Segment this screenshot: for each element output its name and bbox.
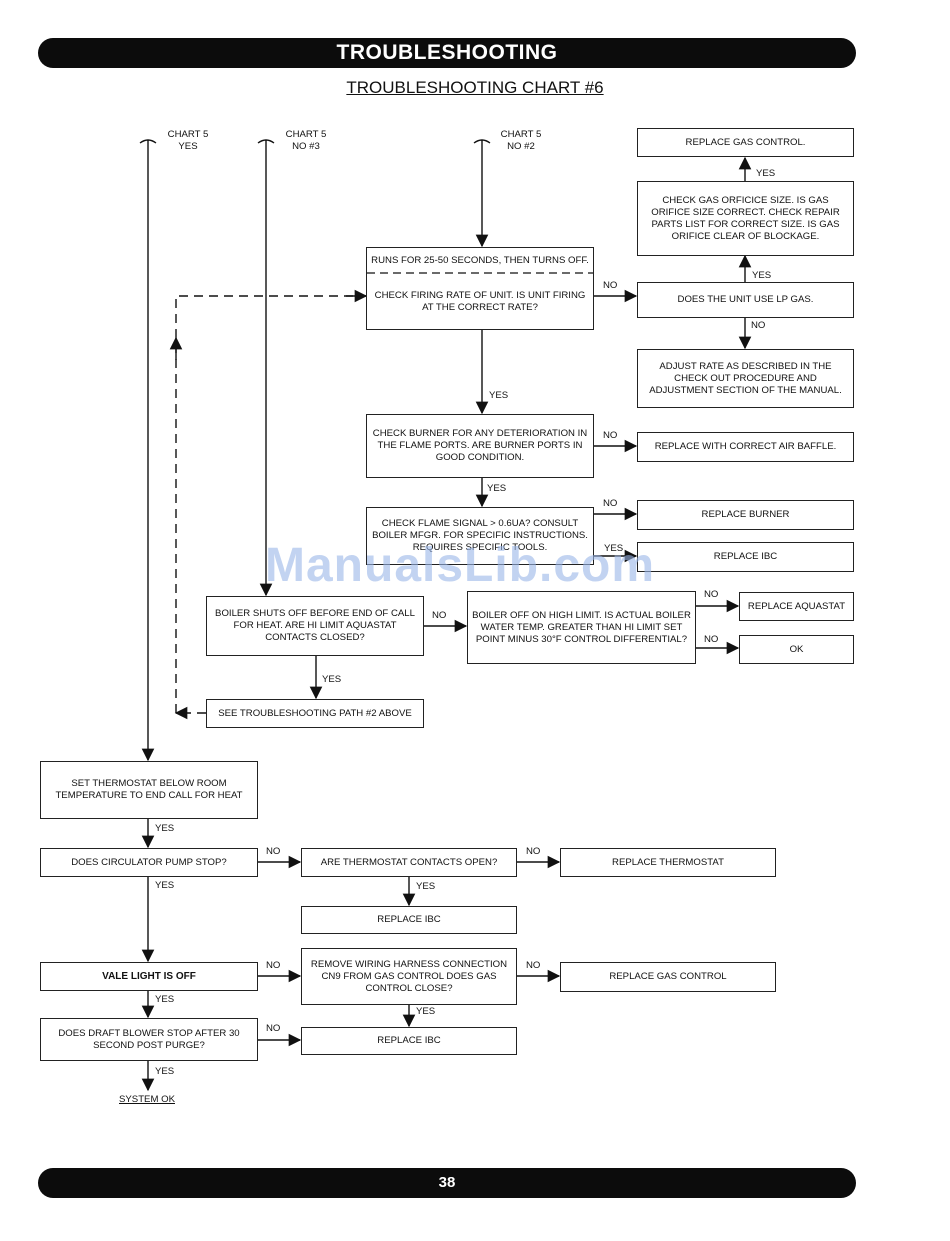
label-yes-thermostat: YES (155, 823, 175, 834)
label-no-firing: NO (603, 280, 618, 291)
label-no-high-limit-1: NO (704, 589, 719, 600)
box-vale-light: VALE LIGHT IS OFF (40, 962, 258, 991)
watermark: ManualsLib.com (265, 539, 656, 592)
box-firing-text: CHECK FIRING RATE OF UNIT. IS UNIT FIRIN… (374, 289, 586, 313)
label-no-tstat: NO (526, 846, 541, 857)
label-yes-burner: YES (487, 483, 507, 494)
label-no-flame: NO (603, 498, 618, 509)
label-yes-flame: YES (604, 543, 624, 554)
box-see-path-2: SEE TROUBLESHOOTING PATH #2 ABOVE (206, 699, 424, 728)
label-no-vale: NO (266, 960, 281, 971)
box-replace-gas-control-bottom: REPLACE GAS CONTROL (560, 962, 776, 992)
label-no-burner: NO (603, 430, 618, 441)
box-replace-ibc-bottom: REPLACE IBC (301, 1027, 517, 1055)
label-no-circ: NO (266, 846, 281, 857)
box-air-baffle: REPLACE WITH CORRECT AIR BAFFLE. (637, 432, 854, 462)
label-yes-draft: YES (155, 1066, 175, 1077)
box-lp-gas: DOES THE UNIT USE LP GAS. (637, 282, 854, 318)
box-draft-blower: DOES DRAFT BLOWER STOP AFTER 30 SECOND P… (40, 1018, 258, 1061)
label-no-lp: NO (751, 320, 766, 331)
page-number: 38 (38, 1168, 856, 1198)
box-circulator-pump: DOES CIRCULATOR PUMP STOP? (40, 848, 258, 877)
box-replace-ibc-top: REPLACE IBC (637, 542, 854, 572)
box-boiler-shuts-off: BOILER SHUTS OFF BEFORE END OF CALL FOR … (206, 596, 424, 656)
label-no-shuts-off: NO (432, 610, 447, 621)
page-header: TROUBLESHOOTING (38, 38, 856, 68)
chart-title: TROUBLESHOOTING CHART #6 (346, 78, 604, 97)
label-yes-wiring: YES (416, 1006, 436, 1017)
box-replace-gas-control-top: REPLACE GAS CONTROL. (637, 128, 854, 157)
box-replace-burner: REPLACE BURNER (637, 500, 854, 530)
box-flame-signal: CHECK FLAME SIGNAL > 0.6uA? CONSULT BOIL… (366, 507, 594, 565)
box-replace-thermostat: REPLACE THERMOSTAT (560, 848, 776, 877)
box-high-limit: BOILER OFF ON HIGH LIMIT. IS ACTUAL BOIL… (467, 591, 696, 664)
box-wiring-harness: REMOVE WIRING HARNESS CONNECTION CN9 FRO… (301, 948, 517, 1005)
label-yes-shuts-off: YES (322, 674, 342, 685)
box-firing-rate: RUNS FOR 25-50 SECONDS, THEN TURNS OFF. … (366, 247, 594, 330)
label-no-wiring: NO (526, 960, 541, 971)
box-thermostat-contacts: ARE THERMOSTAT CONTACTS OPEN? (301, 848, 517, 877)
box-check-burner: CHECK BURNER FOR ANY DETERIORATION IN TH… (366, 414, 594, 478)
label-yes-firing: YES (489, 390, 509, 401)
label-yes-lp: YES (752, 270, 772, 281)
label-yes-vale: YES (155, 994, 175, 1005)
label-yes-circ: YES (155, 880, 175, 891)
box-replace-aquastat: REPLACE AQUASTAT (739, 592, 854, 621)
box-ok: OK (739, 635, 854, 664)
box-set-thermostat: SET THERMOSTAT BELOW ROOM TEMPERATURE TO… (40, 761, 258, 819)
system-ok-label: SYSTEM OK (119, 1094, 175, 1105)
label-no-high-limit-2: NO (704, 634, 719, 645)
label-no-draft: NO (266, 1023, 281, 1034)
box-replace-ibc-mid: REPLACE IBC (301, 906, 517, 934)
box-runs-text: RUNS FOR 25-50 SECONDS, THEN TURNS OFF. (371, 254, 589, 266)
label-yes-orifice: YES (756, 168, 776, 179)
box-gas-orifice: CHECK GAS ORFICICE SIZE. IS GAS ORIFICE … (637, 181, 854, 256)
label-yes-tstat: YES (416, 881, 436, 892)
box-adjust-rate: ADJUST RATE AS DESCRIBED IN THE CHECK OU… (637, 349, 854, 408)
